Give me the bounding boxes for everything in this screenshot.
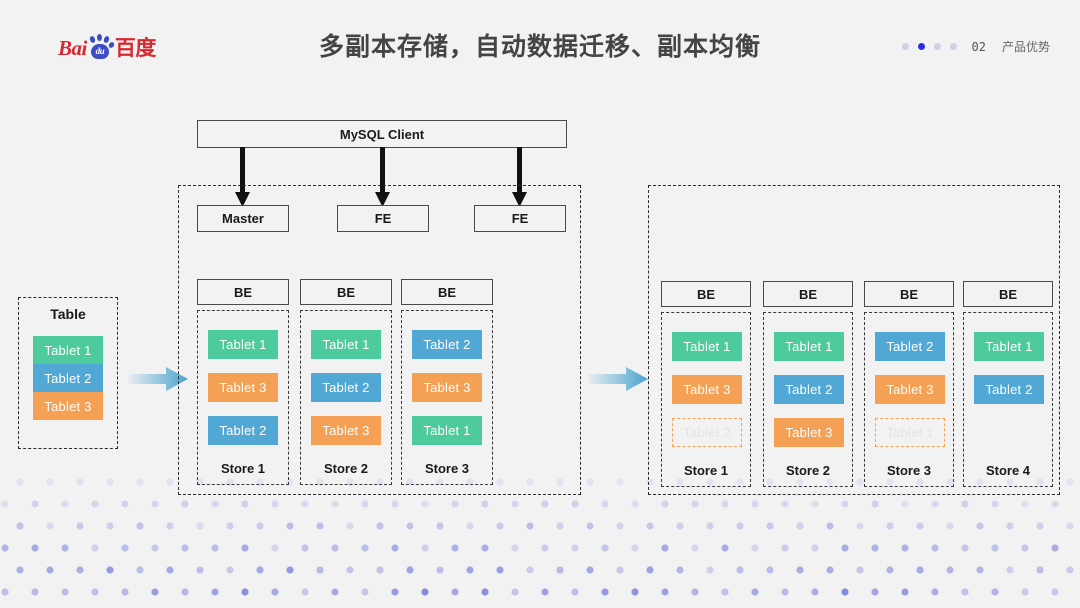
before-store[interactable]: Tablet 1 Tablet 3 Tablet 2 Store 1: [197, 310, 289, 485]
backend-before-3[interactable]: BE: [401, 279, 493, 305]
page-title: 多副本存储，自动数据迁移、副本均衡: [318, 33, 761, 61]
nav-dot-2[interactable]: [917, 43, 925, 50]
source-tablet: Tablet 2: [33, 364, 103, 392]
after-store[interactable]: Tablet 1 Tablet 3 Tablet 2 Store 1: [661, 312, 751, 487]
after-tablet: Tablet 1: [672, 332, 742, 361]
source-table-title: Table: [50, 306, 86, 322]
before-store[interactable]: Tablet 1 Tablet 2 Tablet 3 Store 2: [300, 310, 392, 485]
before-store-label: Store 1: [220, 461, 266, 476]
after-store-label: Store 2: [785, 463, 831, 478]
before-tablet: Tablet 3: [208, 373, 278, 402]
before-store-label: Store 3: [424, 461, 470, 476]
backend-before-1[interactable]: BE: [197, 279, 289, 305]
after-tablet-placeholder: Tablet 1: [875, 418, 945, 447]
after-tablet: Tablet 1: [974, 332, 1044, 361]
after-tablet: Tablet 2: [875, 332, 945, 361]
before-tablet: Tablet 2: [412, 330, 482, 359]
before-tablet: Tablet 2: [311, 373, 381, 402]
after-tablet: Tablet 2: [974, 375, 1044, 404]
logo-chinese-text: 百度: [114, 36, 157, 60]
before-tablet: Tablet 1: [208, 330, 278, 359]
after-store-label: Store 4: [985, 463, 1031, 478]
after-store-label: Store 1: [683, 463, 729, 478]
after-tablet: Tablet 3: [672, 375, 742, 404]
section-indicator: 02 产品优势: [901, 38, 1050, 55]
after-tablet: Tablet 1: [774, 332, 844, 361]
source-tablet: Tablet 3: [33, 392, 103, 420]
logo-paw-text: du: [90, 44, 109, 59]
backend-after-2[interactable]: BE: [763, 281, 853, 307]
after-tablet: Tablet 3: [774, 418, 844, 447]
backend-after-3[interactable]: BE: [864, 281, 954, 307]
nav-dot-1[interactable]: [901, 43, 909, 50]
before-store-label: Store 2: [323, 461, 369, 476]
client-connector-arrows: [235, 147, 527, 207]
cluster-after-region: [648, 185, 1060, 495]
before-tablet: Tablet 3: [412, 373, 482, 402]
before-tablet: Tablet 1: [412, 416, 482, 445]
migration-arrow-1: [128, 367, 188, 391]
before-tablet: Tablet 1: [311, 330, 381, 359]
nav-dot-4[interactable]: [949, 43, 957, 50]
paw-icon: du: [87, 34, 116, 60]
mysql-client-box[interactable]: MySQL Client: [197, 120, 567, 148]
logo-latin-text: Bai: [58, 35, 87, 60]
section-label: 产品优势: [1001, 40, 1050, 54]
baidu-logo: Bai du 百度: [58, 33, 156, 63]
backend-after-4[interactable]: BE: [963, 281, 1053, 307]
cluster-node-master-1[interactable]: Master: [197, 205, 289, 232]
before-tablet: Tablet 2: [208, 416, 278, 445]
after-tablet: Tablet 3: [875, 375, 945, 404]
after-tablet-placeholder: Tablet 2: [672, 418, 742, 447]
before-tablet: Tablet 3: [311, 416, 381, 445]
after-store[interactable]: Tablet 1 Tablet 2 Store 4: [963, 312, 1053, 487]
cluster-node-fe-3[interactable]: FE: [474, 205, 566, 232]
backend-before-2[interactable]: BE: [300, 279, 392, 305]
source-tablet: Tablet 1: [33, 336, 103, 364]
cluster-before-region: [178, 185, 581, 495]
nav-dot-3[interactable]: [933, 43, 941, 50]
after-store-label: Store 3: [886, 463, 932, 478]
after-store[interactable]: Tablet 2 Tablet 3 Tablet 1 Store 3: [864, 312, 954, 487]
slide-header: Bai du 百度 多副本存储，自动数据迁移、副本均衡 02 产品优势: [0, 0, 1080, 92]
cluster-node-fe-2[interactable]: FE: [337, 205, 429, 232]
backend-after-1[interactable]: BE: [661, 281, 751, 307]
before-store[interactable]: Tablet 2 Tablet 3 Tablet 1 Store 3: [401, 310, 493, 485]
after-tablet: Tablet 2: [774, 375, 844, 404]
section-number: 02: [971, 39, 986, 54]
migration-arrow-2: [588, 367, 648, 391]
after-store[interactable]: Tablet 1 Tablet 2 Tablet 3 Store 2: [763, 312, 853, 487]
